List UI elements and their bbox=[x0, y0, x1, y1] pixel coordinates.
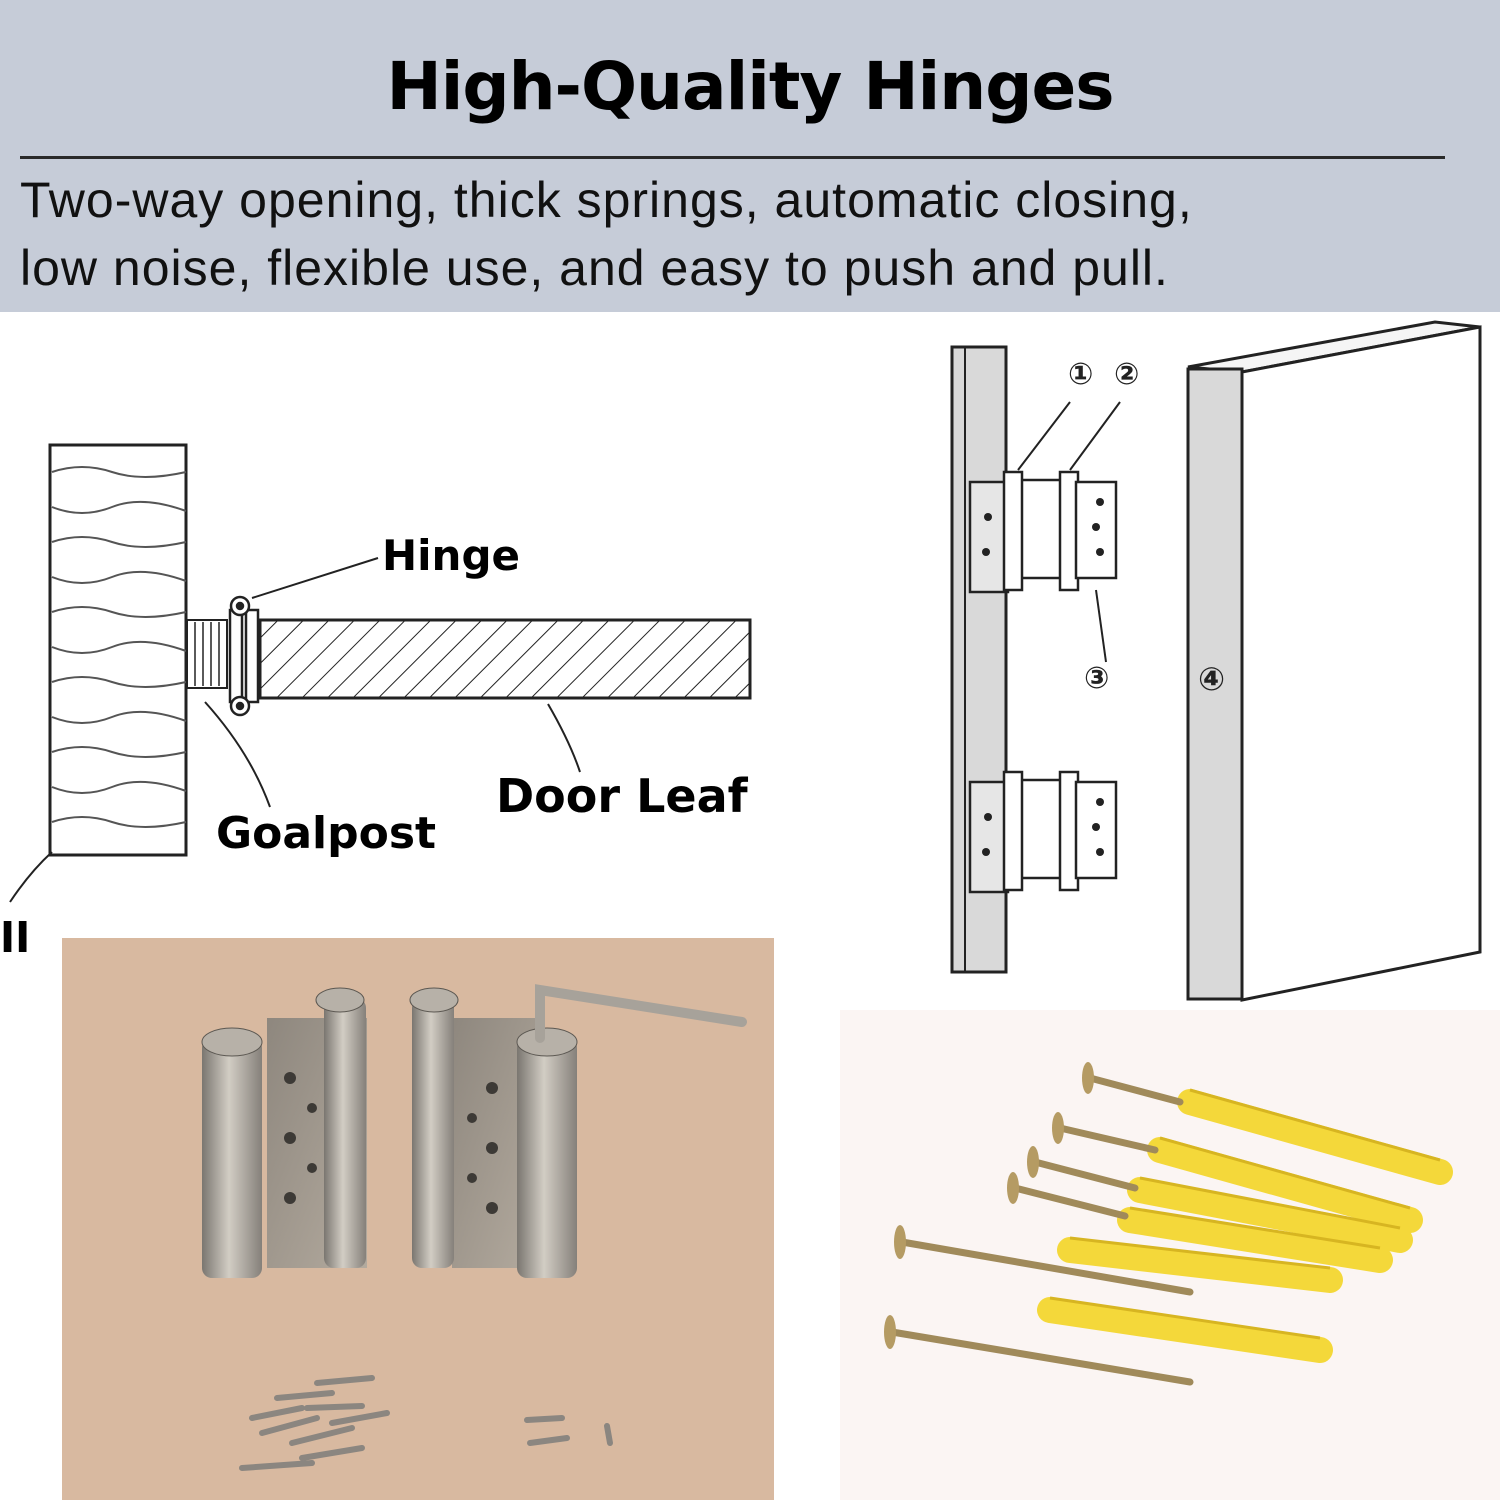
door-leaf bbox=[258, 618, 752, 700]
goalpost-label: Goalpost bbox=[216, 808, 436, 859]
description-line-1: Two-way opening, thick springs, automati… bbox=[20, 172, 1193, 228]
lower-hinge bbox=[968, 770, 1118, 894]
right-hinge-product bbox=[409, 987, 578, 1278]
hex-key bbox=[535, 984, 747, 1043]
small-screws bbox=[239, 1375, 613, 1471]
header-banner: High-Quality Hinges Two-way opening, thi… bbox=[0, 0, 1500, 312]
marker-2: ② bbox=[1114, 357, 1139, 392]
long-screws bbox=[888, 1074, 1194, 1386]
door-leaf-label: Door Leaf bbox=[496, 769, 749, 823]
hinge-knuckles bbox=[228, 595, 260, 717]
marker-3: ③ bbox=[1084, 661, 1109, 696]
hinges-photo bbox=[62, 938, 774, 1500]
marker-4: ④ bbox=[1198, 660, 1225, 698]
wall-label-fragment: ll bbox=[0, 914, 30, 952]
goalpost-block bbox=[186, 619, 228, 689]
left-hinge-product bbox=[201, 987, 367, 1278]
description-line-2: low noise, flexible use, and easy to pus… bbox=[20, 240, 1169, 296]
hinge-label: Hinge bbox=[382, 531, 520, 580]
marker-1: ① bbox=[1068, 357, 1093, 392]
wall bbox=[48, 443, 188, 857]
anchors-photo bbox=[840, 1010, 1500, 1500]
door-panel bbox=[1186, 320, 1482, 1002]
upper-hinge bbox=[968, 470, 1118, 594]
top-view-diagram: Hinge Door Leaf Goalpost ll bbox=[0, 443, 752, 952]
feature-description: Two-way opening, thick springs, automati… bbox=[20, 166, 1490, 302]
page-title: High-Quality Hinges bbox=[386, 48, 1114, 125]
wall-anchors bbox=[1037, 1088, 1453, 1363]
title-divider bbox=[20, 156, 1445, 159]
exploded-diagram: ① ② ③ ④ bbox=[950, 320, 1482, 1002]
